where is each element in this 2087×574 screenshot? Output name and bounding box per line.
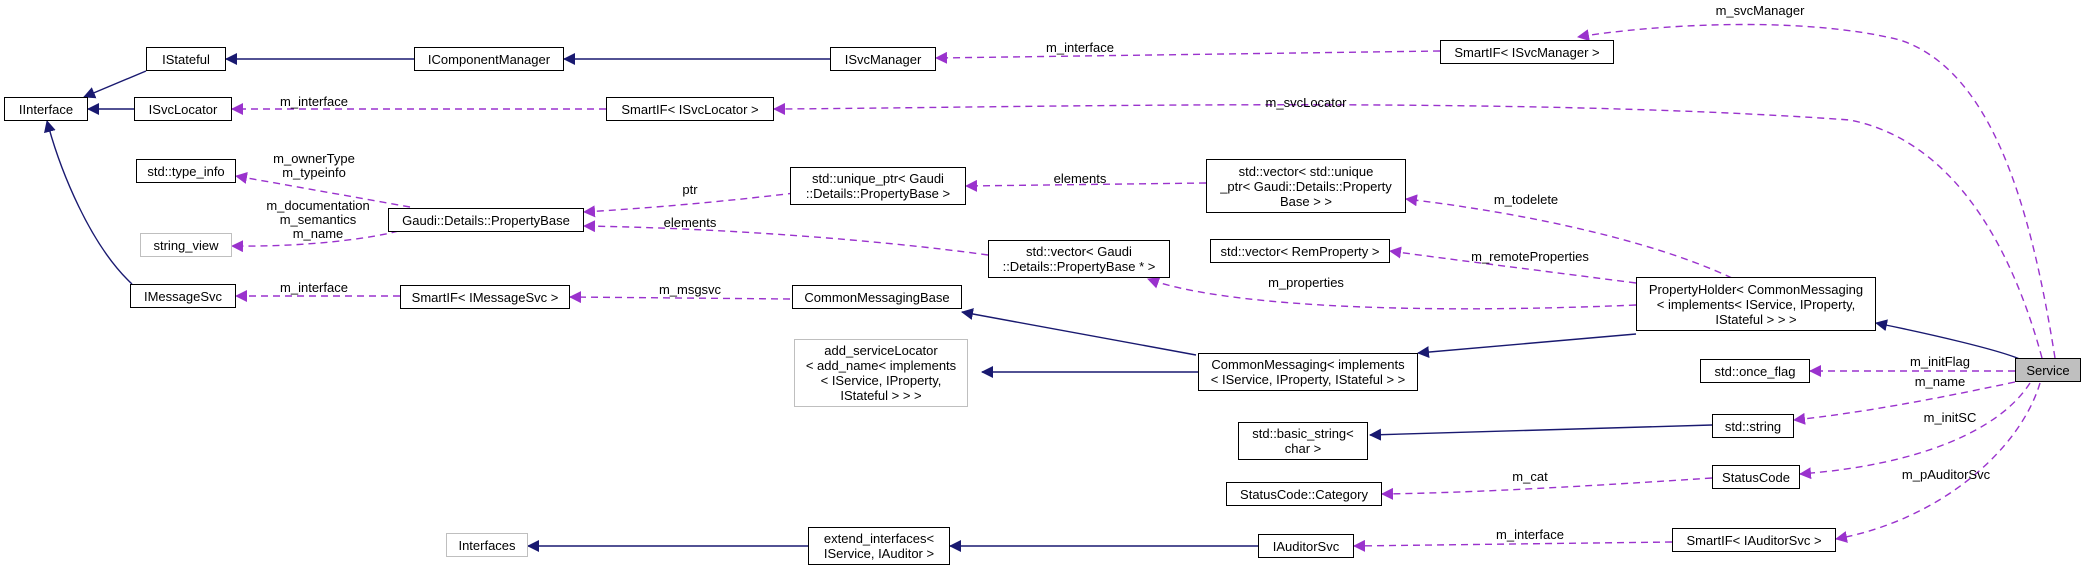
- edge-m-svclocator: [773, 102, 2043, 359]
- edge-elements-ptr: [583, 220, 989, 256]
- node-service[interactable]: Service: [2015, 358, 2081, 382]
- node-isvclocator[interactable]: ISvcLocator: [134, 97, 232, 121]
- node-std-type-info[interactable]: std::type_info: [136, 159, 236, 183]
- label-m-doc-sem-name: m_documentation m_semantics m_name: [266, 198, 370, 241]
- label-m-ownertype-typeinfo: m_ownerType m_typeinfo: [273, 151, 355, 180]
- edge-commonmessaging-commonmessagingbase: [961, 308, 1197, 356]
- node-vector-unique-ptr[interactable]: std::vector< std::unique _ptr< Gaudi::De…: [1206, 159, 1406, 213]
- label-m-pauditorsvc: m_pAuditorSvc: [1901, 467, 1991, 482]
- edge-service-propertyholder: [1875, 319, 2023, 361]
- node-iinterface[interactable]: IInterface: [4, 97, 88, 121]
- label-m-remoteproperties: m_remoteProperties: [1471, 249, 1589, 264]
- edge-m-cat: [1381, 477, 1713, 500]
- node-propertybase[interactable]: Gaudi::Details::PropertyBase: [388, 208, 584, 232]
- node-imessagesvc[interactable]: IMessageSvc: [130, 284, 236, 308]
- node-smartif-imessagesvc[interactable]: SmartIF< IMessageSvc >: [400, 285, 570, 309]
- node-propertyholder[interactable]: PropertyHolder< CommonMessaging < implem…: [1636, 277, 1876, 331]
- edge-m-ownertype-typeinfo: [235, 172, 411, 208]
- node-statuscode-category[interactable]: StatusCode::Category: [1226, 482, 1382, 506]
- label-m-todelete: m_todelete: [1493, 192, 1559, 207]
- label-elements-unique: elements: [1053, 171, 1107, 186]
- label-m-initflag: m_initFlag: [1910, 354, 1970, 369]
- node-add-servicelocator[interactable]: add_serviceLocator < add_name< implement…: [794, 339, 968, 407]
- label-elements-ptr: elements: [663, 215, 717, 230]
- edge-m-msgsvc: [569, 291, 791, 304]
- usage-edges: [231, 23, 2056, 552]
- edge-std-string-basic-string: [1369, 424, 1713, 441]
- edge-istateful-iinterface: [83, 70, 147, 99]
- node-std-basic-string[interactable]: std::basic_string< char >: [1238, 422, 1368, 460]
- edge-m-interface-svcmanager: [935, 50, 1441, 64]
- node-unique-ptr[interactable]: std::unique_ptr< Gaudi ::Details::Proper…: [790, 167, 966, 205]
- edge-m-doc-sem-name: [231, 227, 411, 253]
- edge-m-name: [1793, 381, 2016, 425]
- label-m-properties: m_properties: [1268, 275, 1344, 290]
- node-smartif-iauditorsvc[interactable]: SmartIF< IAuditorSvc >: [1672, 528, 1836, 552]
- node-isvcmanager[interactable]: ISvcManager: [830, 47, 936, 71]
- node-vector-propertybase-ptr[interactable]: std::vector< Gaudi ::Details::PropertyBa…: [988, 240, 1170, 278]
- node-interfaces[interactable]: Interfaces: [446, 533, 528, 557]
- label-m-svclocator: m_svcLocator: [1265, 95, 1347, 110]
- node-extend-interfaces[interactable]: extend_interfaces< IService, IAuditor >: [808, 527, 950, 565]
- edge-m-properties: [1147, 277, 1637, 310]
- edge-elements-unique: [965, 179, 1207, 192]
- edge-m-pauditorsvc: [1835, 382, 2041, 543]
- edge-imessagesvc-iinterface: [44, 120, 133, 285]
- label-m-msgsvc: m_msgsvc: [658, 282, 722, 297]
- node-statuscode[interactable]: StatusCode: [1712, 465, 1800, 489]
- label-m-interface-iauditorsvc: m_interface: [1496, 527, 1564, 542]
- edge-m-interface-iauditorsvc: [1353, 539, 1673, 552]
- edge-m-svcmanager: [1577, 23, 2056, 359]
- edge-propertyholder-commonmessaging: [1417, 333, 1637, 359]
- edge-m-todelete: [1405, 194, 1733, 279]
- node-std-string[interactable]: std::string: [1712, 414, 1794, 438]
- node-commonmessagingbase[interactable]: CommonMessagingBase: [792, 285, 962, 309]
- label-m-svcmanager: m_svcManager: [1715, 3, 1805, 18]
- node-commonmessaging[interactable]: CommonMessaging< implements < IService, …: [1198, 353, 1418, 391]
- label-m-interface-imessagesvc: m_interface: [280, 280, 348, 295]
- label-m-interface-svclocator: m_interface: [280, 94, 348, 109]
- inheritance-edges: [44, 53, 2023, 552]
- node-smartif-svclocator[interactable]: SmartIF< ISvcLocator >: [606, 97, 774, 121]
- edge-m-initsc: [1799, 382, 2031, 480]
- label-m-initsc: m_initSC: [1923, 410, 1977, 425]
- node-istateful[interactable]: IStateful: [146, 47, 226, 71]
- edge-m-remoteproperties: [1389, 246, 1637, 284]
- label-m-interface-svcmanager: m_interface: [1046, 40, 1114, 55]
- node-icomponentmanager[interactable]: IComponentManager: [414, 47, 564, 71]
- node-vector-remproperty[interactable]: std::vector< RemProperty >: [1210, 239, 1390, 263]
- node-std-once-flag[interactable]: std::once_flag: [1700, 359, 1810, 383]
- edge-ptr: [583, 192, 796, 218]
- node-string-view[interactable]: string_view: [140, 233, 232, 257]
- node-iauditorsvc[interactable]: IAuditorSvc: [1258, 534, 1354, 558]
- node-smartif-svcmanager[interactable]: SmartIF< ISvcManager >: [1440, 40, 1614, 64]
- label-m-cat: m_cat: [1512, 469, 1548, 484]
- label-m-name: m_name: [1914, 374, 1966, 389]
- label-ptr: ptr: [682, 182, 698, 197]
